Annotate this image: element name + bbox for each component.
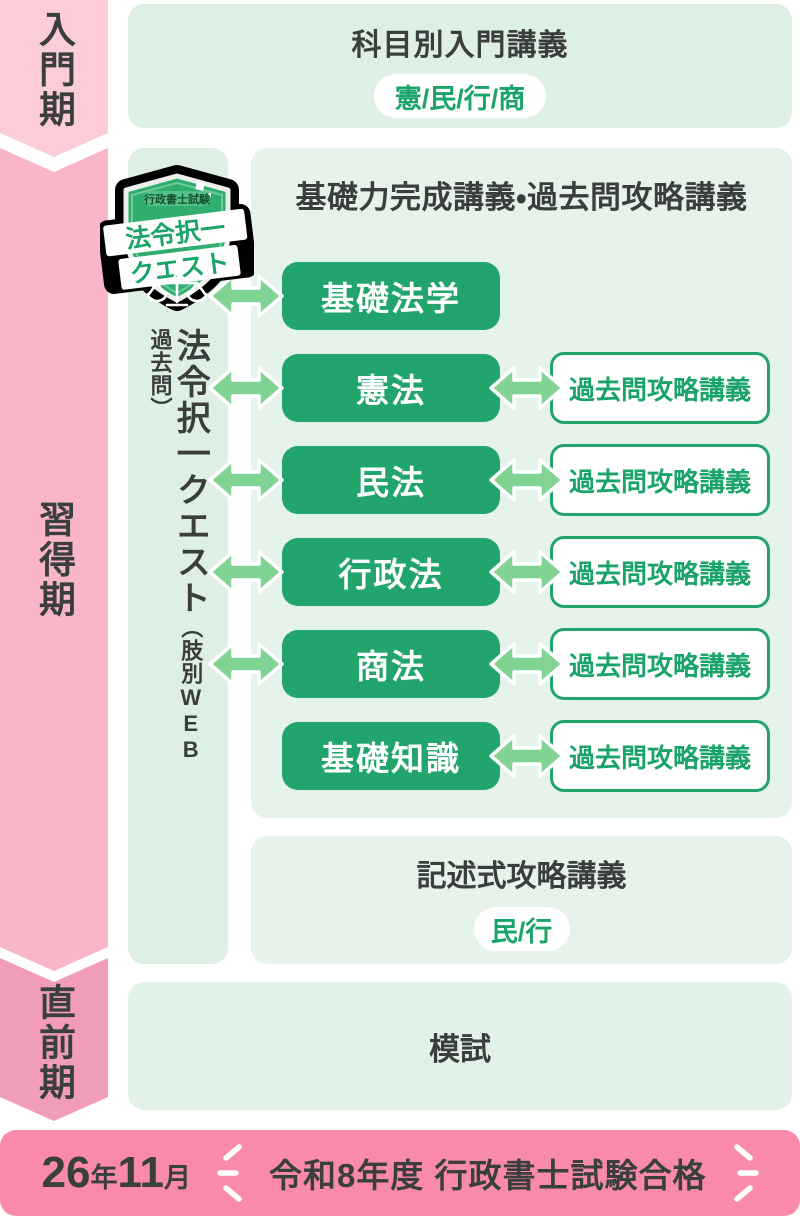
double-arrow-icon bbox=[208, 458, 284, 502]
kijutsu-lecture-title: 記述式攻略講義 bbox=[416, 860, 627, 893]
double-arrow-icon bbox=[208, 366, 284, 410]
quest-vertical-text: 法令択一クエスト（肢別WEB過去問） bbox=[147, 328, 210, 763]
intro-lecture-box: 科目別入門講義 憲/民/行/商 bbox=[128, 4, 792, 128]
double-arrow-icon bbox=[208, 642, 284, 686]
main-lecture-title: 基礎力完成講義・過去問攻略講義 bbox=[295, 180, 748, 215]
goal-month-unit: 月 bbox=[163, 1163, 191, 1193]
intro-subjects-badge: 憲/民/行/商 bbox=[374, 74, 546, 118]
badge-top-label: 行政書士試験 bbox=[143, 192, 211, 206]
shield-icon: 行政書士試験 法令択一 クエスト bbox=[97, 165, 258, 311]
kijutsu-lecture-box: 記述式攻略講義 民/行 bbox=[251, 836, 792, 964]
double-arrow-icon bbox=[489, 458, 565, 502]
subject-gyoseiho: 行政法 bbox=[282, 538, 500, 606]
kakomon-box-minpo: 過去問攻略講義 bbox=[550, 444, 770, 516]
quest-name-text: 法令択一クエスト bbox=[171, 328, 210, 616]
mock-exam-title: 模試 bbox=[429, 1031, 491, 1067]
phase-final-chevron: 直前期 bbox=[0, 958, 108, 1121]
phase-learning-label: 習得期 bbox=[33, 499, 75, 620]
subject-kiso-hogaku: 基礎法学 bbox=[282, 262, 500, 330]
mock-exam-box: 模試 bbox=[128, 982, 792, 1110]
double-arrow-icon bbox=[489, 366, 565, 410]
goal-month: 11 bbox=[117, 1148, 164, 1197]
scales-icon bbox=[146, 273, 208, 307]
goal-date: 26 年 11 月 bbox=[42, 1148, 191, 1198]
phase-final-label: 直前期 bbox=[33, 982, 75, 1103]
subject-kenpo: 憲法 bbox=[282, 354, 500, 422]
double-arrow-icon bbox=[208, 550, 284, 594]
subject-minpo: 民法 bbox=[282, 446, 500, 514]
kakomon-box-gyoseiho: 過去問攻略講義 bbox=[550, 536, 770, 608]
subject-shoho: 商法 bbox=[282, 630, 500, 698]
double-arrow-icon bbox=[208, 274, 284, 318]
kijutsu-subjects-badge: 民/行 bbox=[473, 907, 570, 951]
sparkle-right-icon bbox=[733, 1144, 759, 1202]
kakomon-box-kiso-chishiki: 過去問攻略講義 bbox=[550, 720, 770, 792]
kakomon-box-kenpo: 過去問攻略講義 bbox=[550, 352, 770, 424]
goal-year-unit: 年 bbox=[90, 1163, 118, 1193]
kakomon-box-shoho: 過去問攻略講義 bbox=[550, 628, 770, 700]
goal-text: 令和8年度 行政書士試験合格 bbox=[268, 1157, 707, 1194]
quest-shield-badge: 行政書士試験 法令択一 クエスト bbox=[97, 162, 258, 314]
subject-kiso-chishiki: 基礎知識 bbox=[282, 722, 500, 790]
double-arrow-icon bbox=[489, 734, 565, 778]
double-arrow-icon bbox=[489, 550, 565, 594]
intro-lecture-title: 科目別入門講義 bbox=[351, 29, 569, 62]
phase-intro-chevron: 入門期 bbox=[0, 0, 108, 157]
double-arrow-icon bbox=[489, 642, 565, 686]
sparkle-left-icon bbox=[217, 1144, 242, 1202]
phase-intro-label: 入門期 bbox=[33, 9, 75, 130]
goal-bar: 26 年 11 月 令和8年度 行政書士試験合格 bbox=[0, 1130, 800, 1216]
goal-year: 26 bbox=[41, 1148, 91, 1197]
phase-learning-chevron: 習得期 bbox=[0, 148, 108, 971]
